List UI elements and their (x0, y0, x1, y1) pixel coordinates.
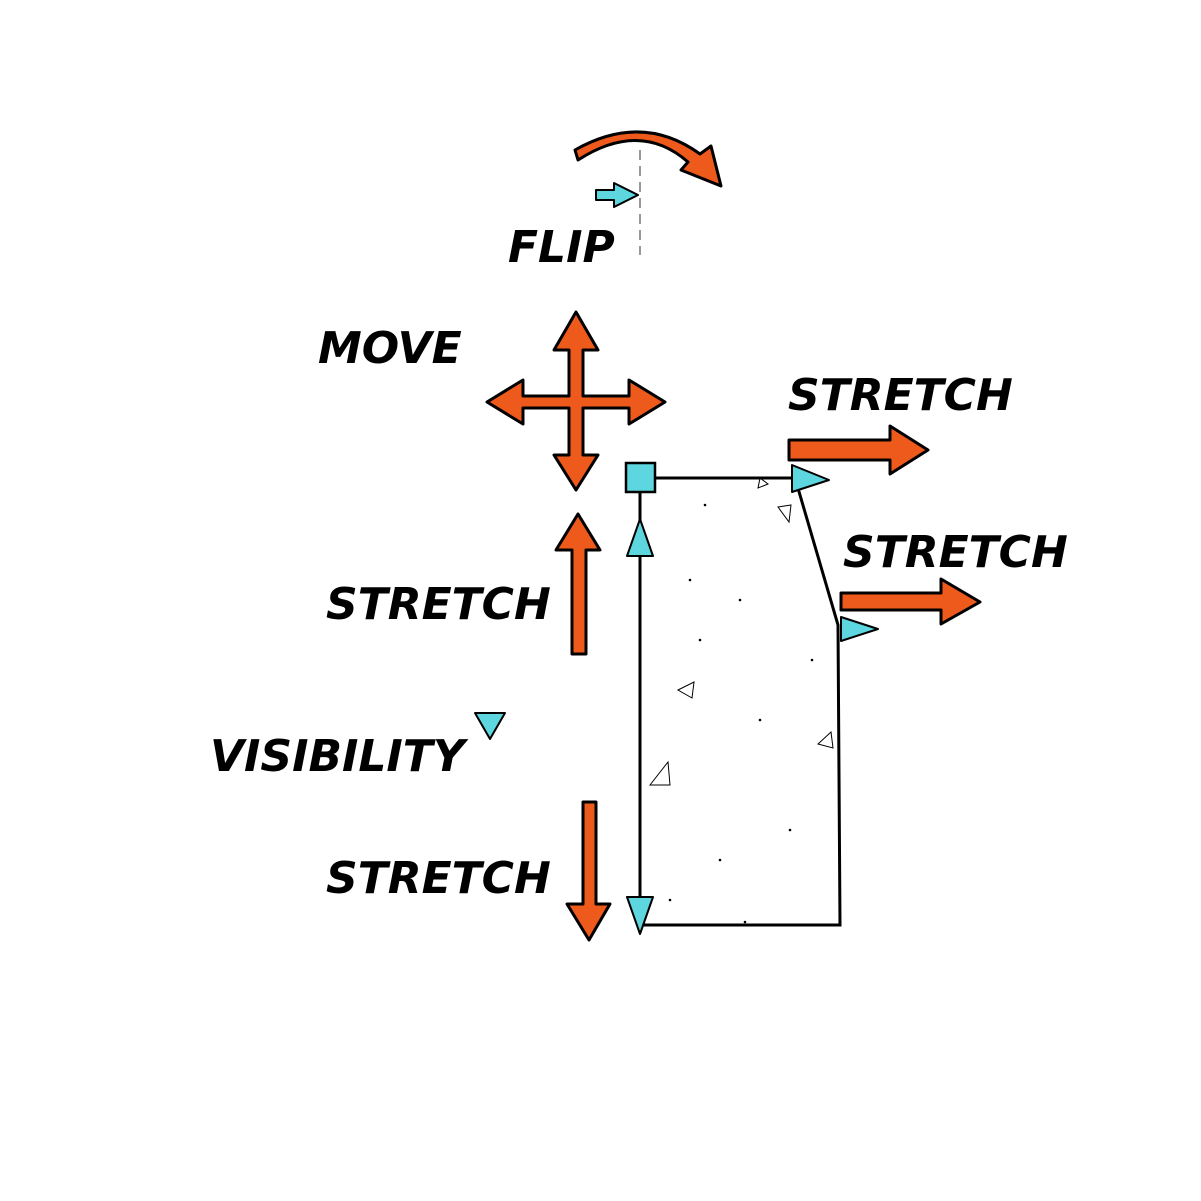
stretch-arrow-down[interactable] (565, 800, 612, 942)
down-triangle-grip-icon[interactable] (474, 712, 506, 740)
block-outline (638, 476, 842, 927)
label-stretch-up: STRETCH (326, 579, 551, 630)
triangle-grip-right[interactable] (840, 616, 879, 642)
stretch-arrow-up[interactable] (554, 512, 602, 656)
four-way-arrow-icon[interactable] (485, 310, 667, 492)
flip-arrow-grip-icon[interactable] (595, 182, 639, 208)
label-move: MOVE (318, 323, 462, 374)
triangle-grip-top-right[interactable] (791, 464, 830, 493)
stretch-arrow-right-lower[interactable] (839, 577, 982, 626)
label-flip: FLIP (508, 222, 615, 273)
triangle-grip-down[interactable] (626, 896, 654, 935)
label-stretch-top: STRETCH (788, 370, 1013, 421)
concrete-hatch (648, 477, 834, 924)
triangle-grip-up[interactable] (626, 518, 654, 557)
square-grip-icon[interactable] (624, 461, 657, 494)
label-stretch-right: STRETCH (843, 527, 1068, 578)
curved-arrow-icon[interactable] (573, 130, 723, 188)
block-shape (638, 476, 842, 927)
label-visibility: VISIBILITY (210, 731, 469, 782)
label-stretch-down: STRETCH (326, 853, 551, 904)
stretch-arrow-right-top[interactable] (787, 424, 930, 476)
